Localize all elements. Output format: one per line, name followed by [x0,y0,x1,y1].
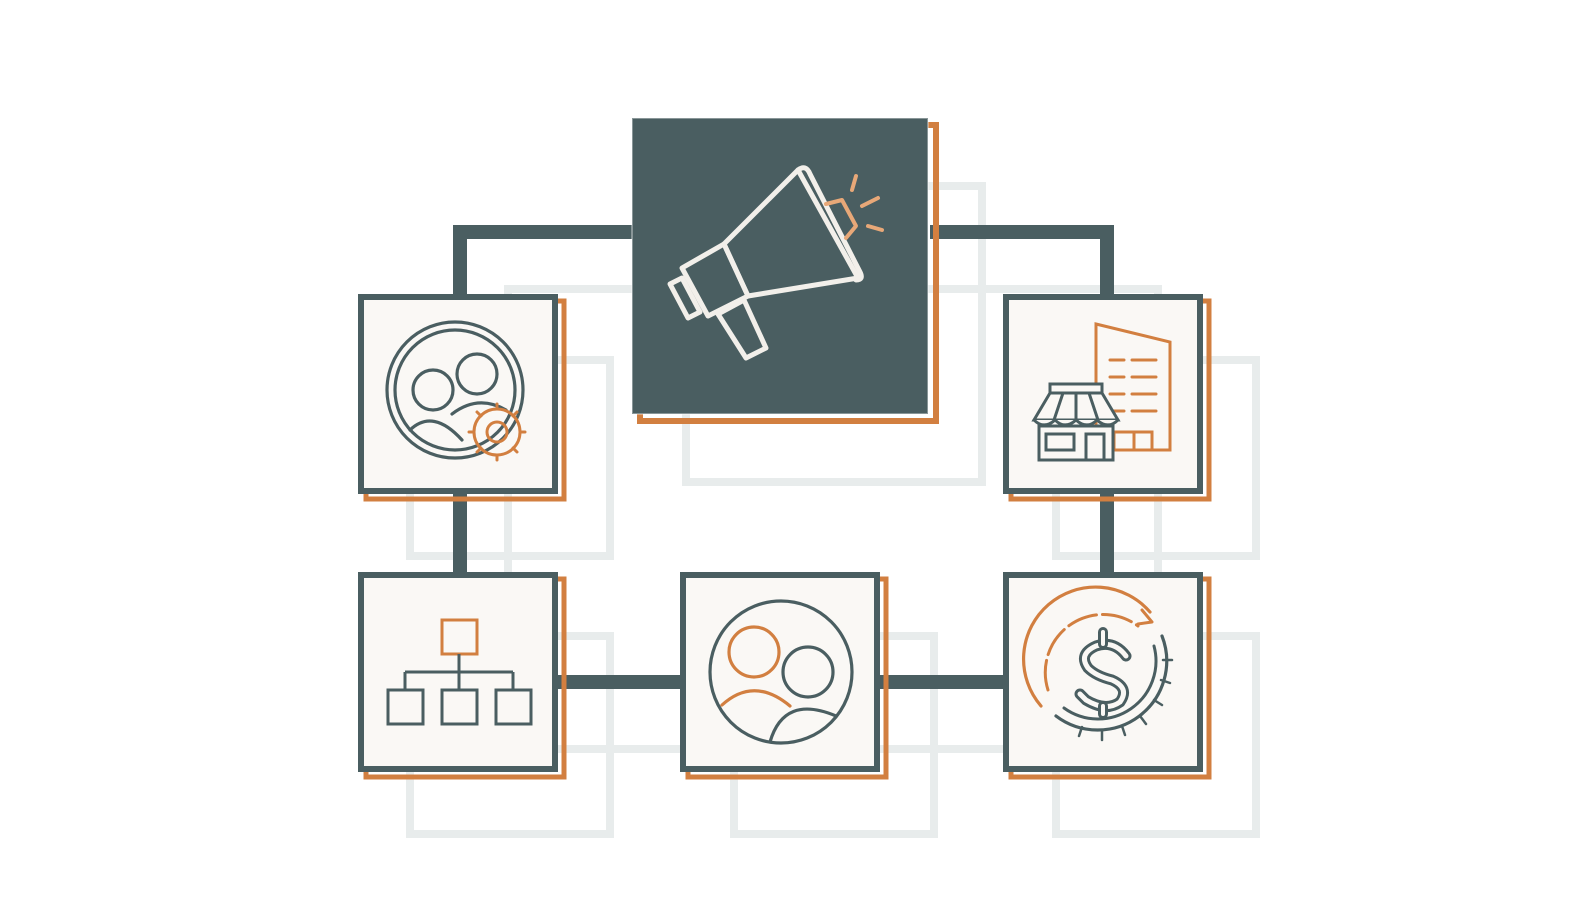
node-storefront [1003,294,1212,502]
team-gear-icon [385,320,527,462]
node-people [680,572,889,780]
node-team-settings [358,294,567,502]
connector-top-left [453,225,634,298]
node-org-chart [358,572,567,780]
node-frame [680,572,880,772]
node-dollar-cycle [1003,572,1212,780]
storefront-building-icon [1031,322,1172,462]
connector-top-right [930,225,1114,298]
people-circle-icon [708,599,854,745]
dollar-cycle-icon [1021,585,1174,742]
center-node [631,117,939,424]
connector-lines [453,225,1114,689]
megaphone-icon [667,165,884,361]
org-chart-icon [386,618,533,726]
node-frame [632,118,928,414]
node-frame [358,294,558,494]
